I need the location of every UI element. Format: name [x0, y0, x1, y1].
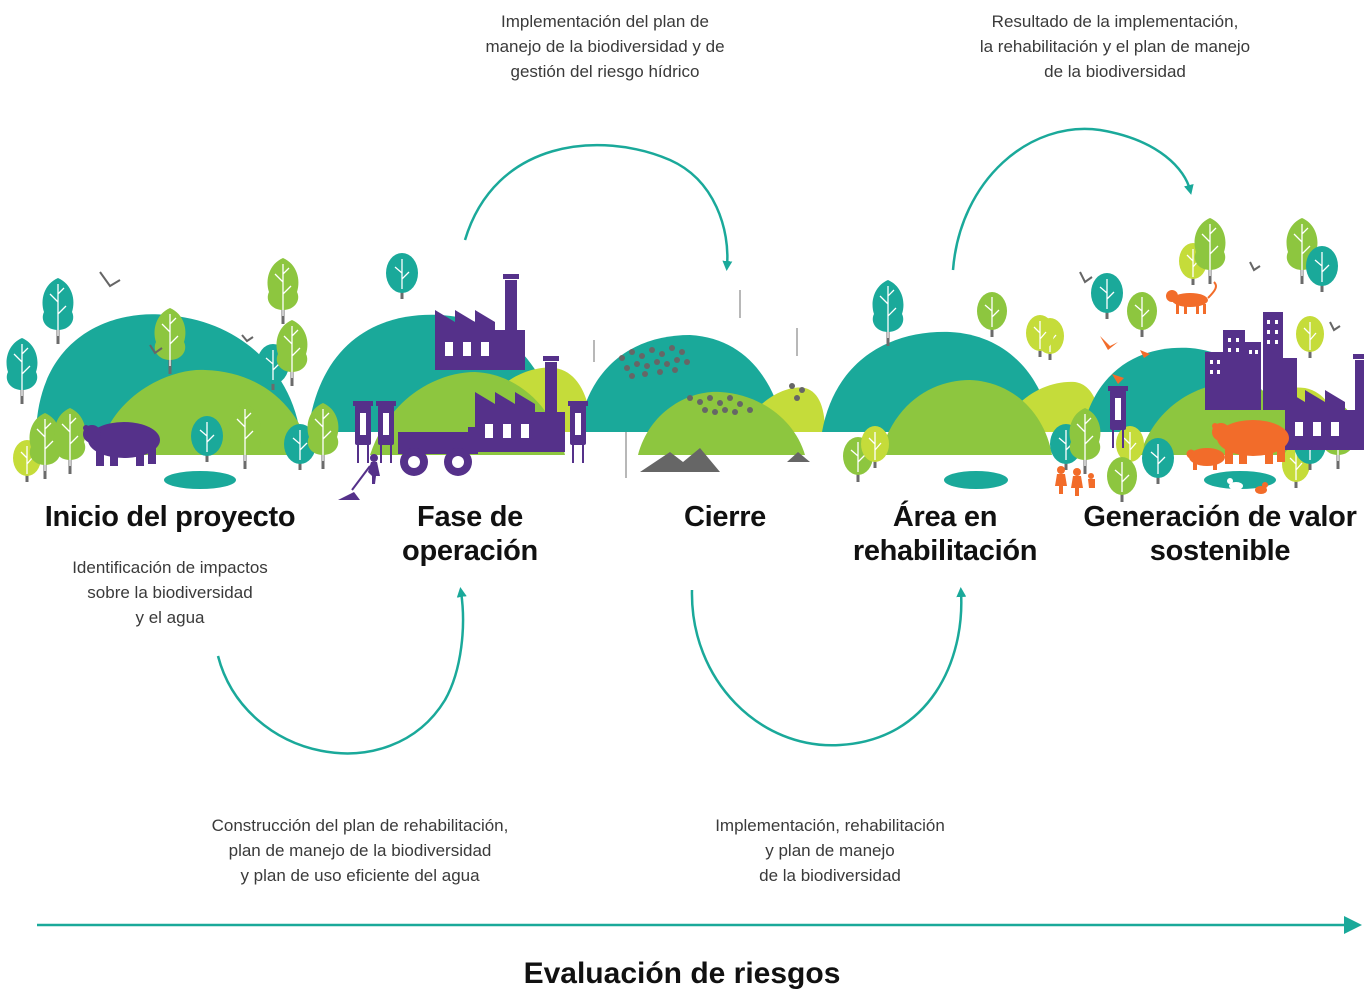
- mining-truck-icon: [398, 427, 478, 476]
- pond-inicio: [164, 471, 236, 489]
- stage-title: rehabilitación: [852, 535, 1038, 567]
- arrow-inicio-to-operacion: [216, 587, 467, 755]
- silo-icon: [353, 401, 373, 463]
- pond-valor: [1204, 471, 1276, 489]
- note-line: Implementación del plan de: [501, 12, 709, 31]
- rock-debris: [593, 290, 810, 478]
- note-line: gestión del riesgo hídrico: [510, 62, 700, 81]
- factory-icon: [435, 274, 525, 370]
- note-line: Resultado de la implementación,: [991, 12, 1239, 31]
- note-implementacion-top: Implementación del plan de manejo de la …: [440, 9, 770, 84]
- wildlife: [83, 261, 1341, 496]
- pond-rehab: [944, 471, 1008, 489]
- city-icon: [1205, 312, 1297, 410]
- tree-icon: [53, 407, 87, 475]
- risk-timeline: [37, 916, 1362, 934]
- tree-icon: [385, 252, 419, 300]
- risk-evaluation-label: Evaluación de riesgos: [523, 957, 841, 990]
- silo-icon: [568, 401, 588, 463]
- note-line: sobre la biodiversidad: [87, 583, 253, 602]
- note-line: y plan de manejo: [765, 841, 895, 860]
- tree-icon: [306, 402, 340, 470]
- tree-icon: [1305, 245, 1339, 293]
- note-construccion: Construcción del plan de rehabilitación,…: [160, 813, 560, 888]
- cycle-arrows: [216, 127, 1194, 755]
- rock-pile-icon: [787, 452, 810, 462]
- stage-title: Fase de: [417, 501, 523, 533]
- stage-title: Cierre: [683, 501, 767, 533]
- tree-icon: [228, 402, 262, 470]
- note-line: y el agua: [135, 608, 205, 627]
- bear-icon: [83, 422, 160, 466]
- tree-icon: [1126, 291, 1158, 338]
- industry: [338, 274, 1364, 500]
- tree-icon: [976, 291, 1008, 338]
- stage-inicio: Inicio del proyecto: [30, 500, 310, 534]
- note-line: Identificación de impactos: [72, 558, 268, 577]
- stage-title: Área en: [892, 501, 998, 533]
- tree-icon: [41, 277, 75, 345]
- tree-icon: [1068, 407, 1102, 475]
- arrow-operacion-to-cierre: [463, 143, 733, 271]
- children-icon: [1055, 466, 1095, 496]
- rock-pile-icon: [640, 448, 720, 472]
- note-line: la rehabilitación y el plan de manejo: [979, 37, 1251, 56]
- tree-icon: [871, 279, 905, 347]
- stage-title: operación: [402, 535, 538, 567]
- tree-icon: [1106, 456, 1138, 503]
- tree-icon: [5, 337, 39, 405]
- bird-icon: [99, 261, 1341, 355]
- stage-title: Inicio del proyecto: [44, 501, 296, 533]
- bear-icon: [1212, 420, 1289, 464]
- bird-icon: [1100, 336, 1150, 384]
- tree-icon: [1295, 315, 1325, 359]
- bear-icon: [1186, 448, 1225, 470]
- stage-rehabilitacion: Área en rehabilitación: [840, 500, 1050, 568]
- note-line: manejo de la biodiversidad y de: [485, 37, 725, 56]
- tree-icon: [190, 415, 224, 463]
- note-resultado: Resultado de la implementación, la rehab…: [935, 9, 1295, 84]
- note-identificacion: Identificación de impactos sobre la biod…: [30, 555, 310, 630]
- hill-rehab-front: [880, 380, 1052, 455]
- stage-valor: Generación de valor sostenible: [1075, 500, 1364, 568]
- note-line: Implementación, rehabilitación: [715, 816, 945, 835]
- stage-operacion: Fase de operación: [370, 500, 570, 568]
- hill-cierre-front: [638, 391, 805, 455]
- duck-icon: [1227, 478, 1243, 490]
- note-line: y plan de uso eficiente del agua: [240, 866, 480, 885]
- note-line: de la biodiversidad: [759, 866, 901, 885]
- arrow-cierre-to-rehabilitacion: [690, 587, 967, 747]
- tiger-icon: [1166, 281, 1217, 314]
- tree-icon: [266, 257, 300, 325]
- tree-icon: [1141, 437, 1175, 485]
- stage-title: sostenible: [1149, 535, 1291, 567]
- note-implementacion-bottom: Implementación, rehabilitación y plan de…: [680, 813, 980, 888]
- note-line: Construcción del plan de rehabilitación,: [211, 816, 509, 835]
- bird-icon: [1255, 482, 1268, 494]
- stage-title: Generación de valor: [1083, 501, 1357, 533]
- stage-cierre: Cierre: [640, 500, 810, 534]
- note-line: de la biodiversidad: [1044, 62, 1186, 81]
- tree-icon: [1090, 272, 1124, 320]
- note-line: plan de manejo de la biodiversidad: [228, 841, 492, 860]
- worker-icon: [338, 454, 380, 500]
- arrow-rehabilitacion-to-valor: [951, 127, 1194, 271]
